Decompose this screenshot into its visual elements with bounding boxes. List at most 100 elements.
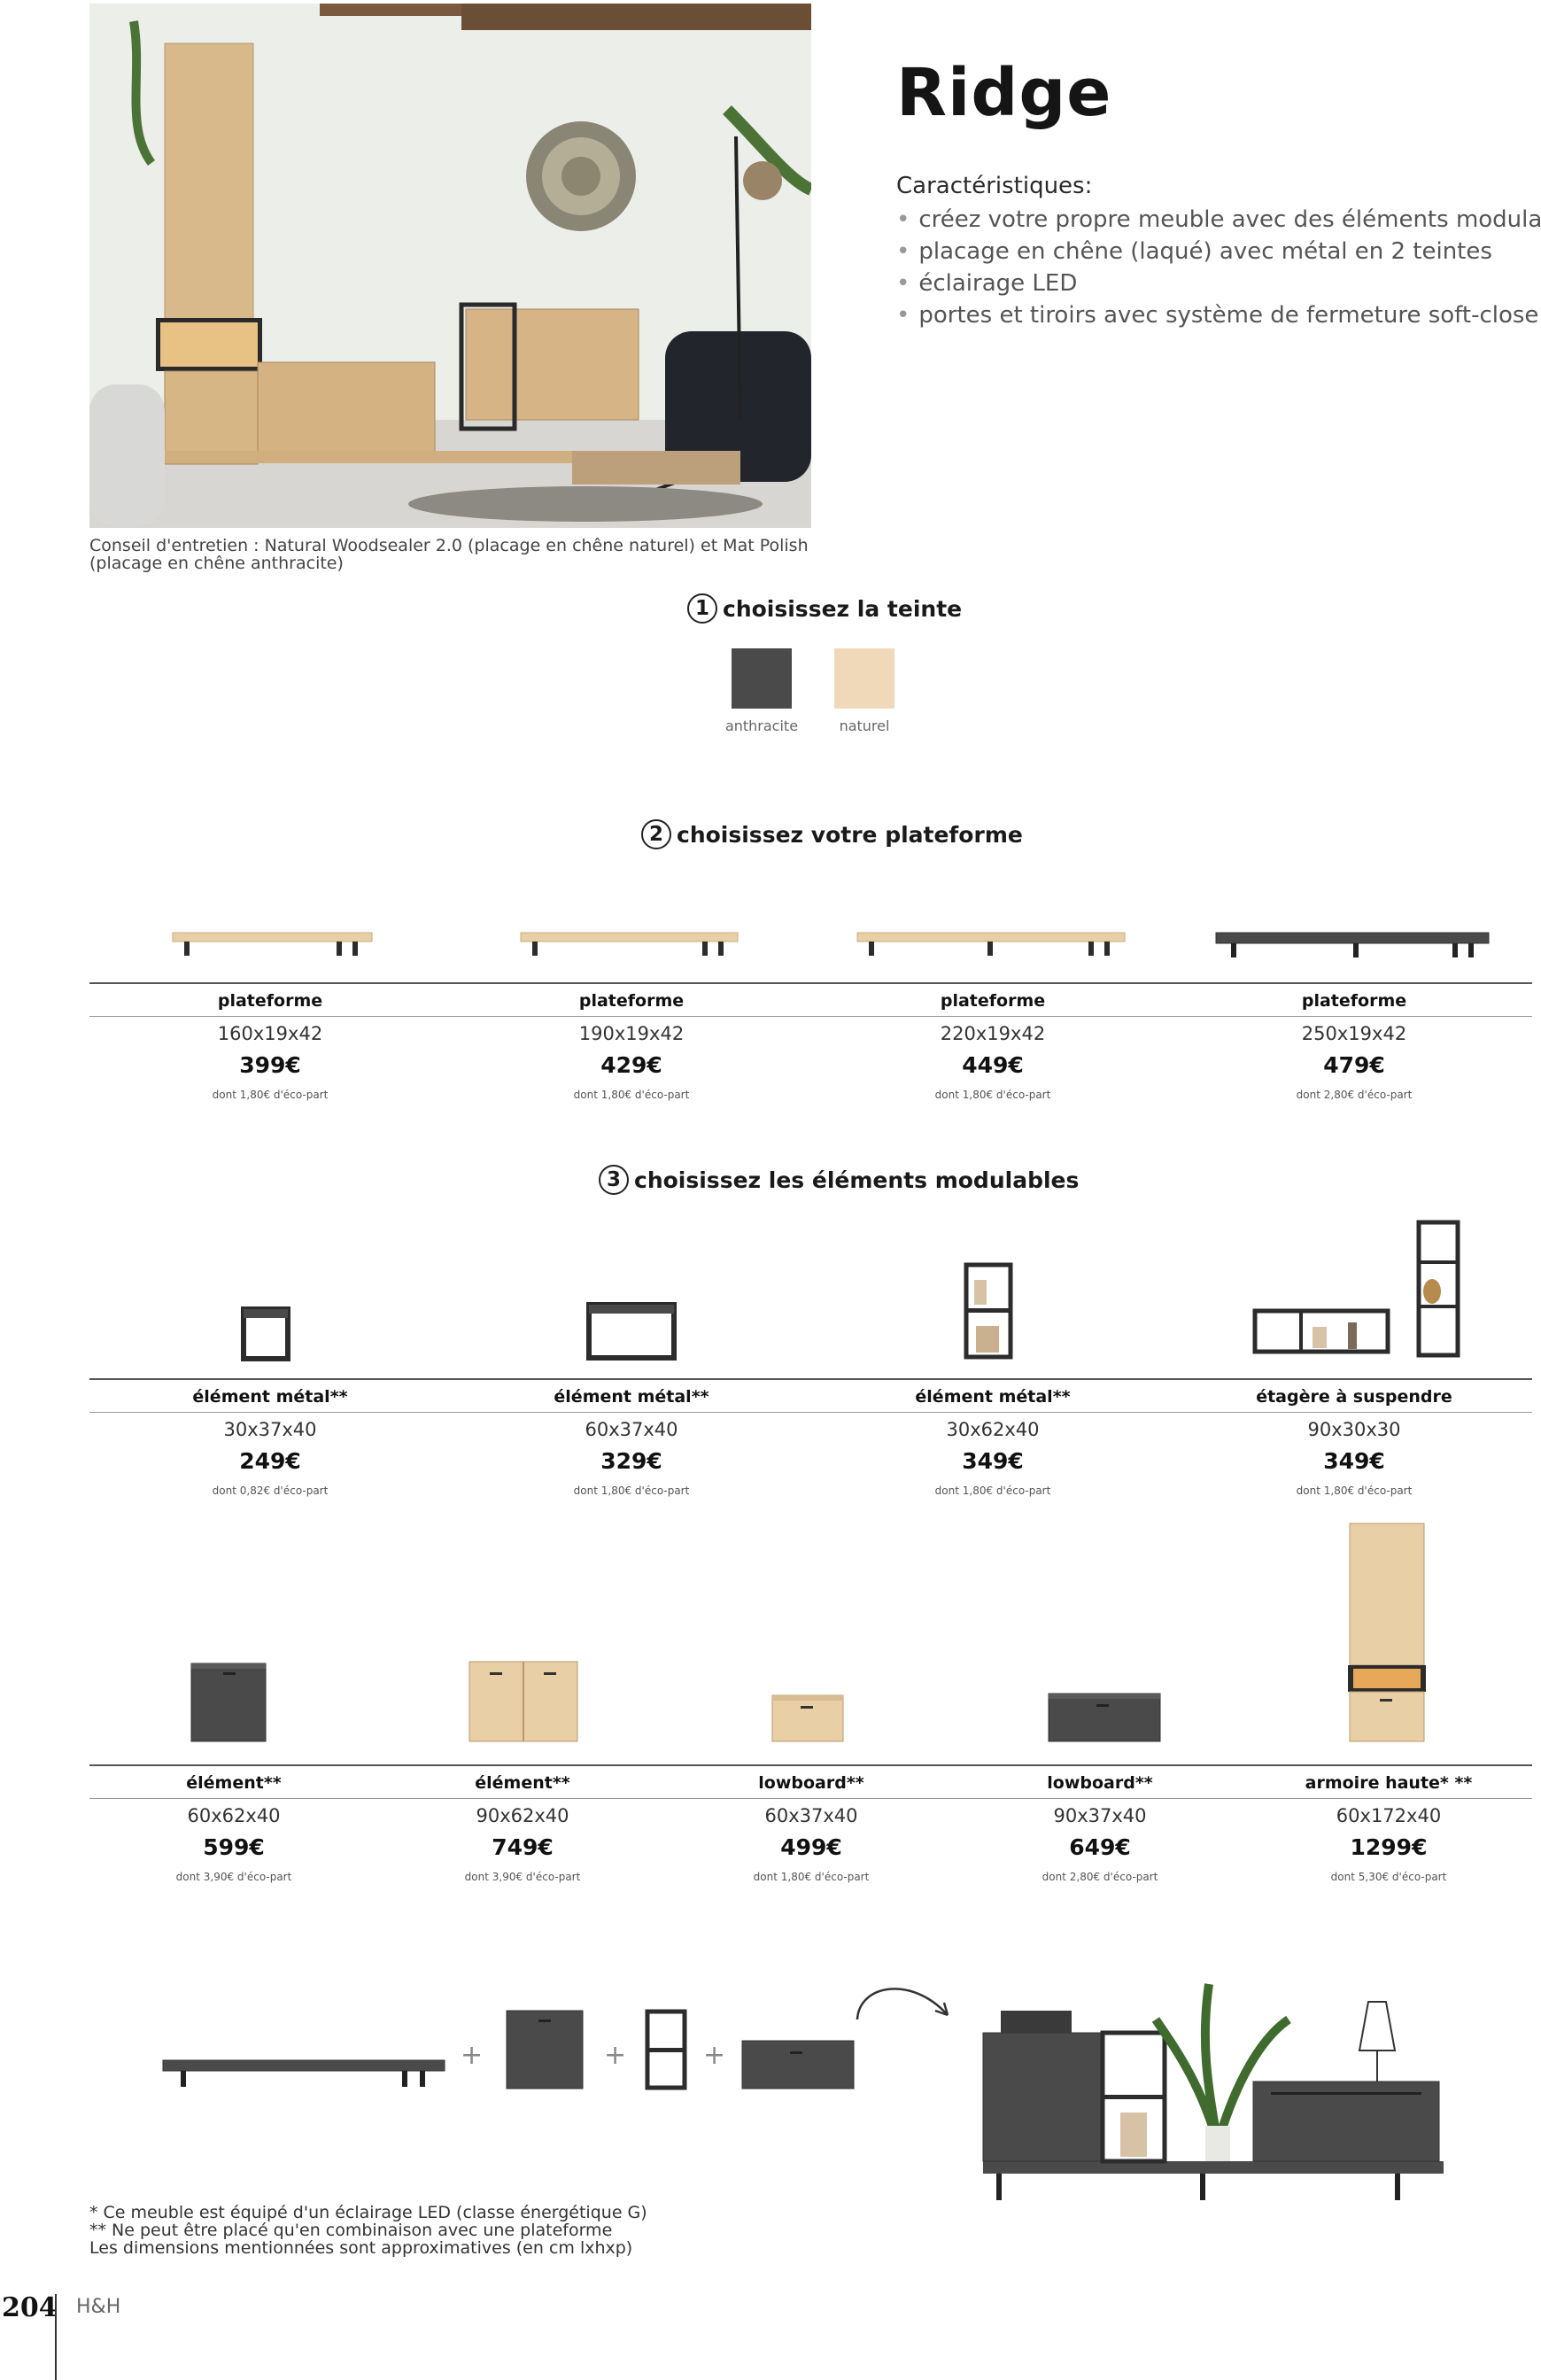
- module-card: élément métal** 60x37x40 329€ dont 1,80€…: [451, 1385, 812, 1504]
- divider: [89, 982, 1532, 984]
- platform-card: plateforme 190x19x42 429€ dont 1,80€ d'é…: [451, 989, 812, 1108]
- divider: [89, 1378, 1532, 1380]
- item-price: 479€: [1323, 1052, 1385, 1078]
- item-price: 1299€: [1350, 1834, 1428, 1860]
- item-price: 249€: [239, 1448, 301, 1474]
- platform-image-250: [1215, 932, 1490, 957]
- item-eco: dont 1,80€ d'éco-part: [1296, 1485, 1413, 1497]
- step3-number: 3: [599, 1165, 629, 1195]
- item-dims: 30x62x40: [946, 1419, 1040, 1440]
- item-dims: 160x19x42: [217, 1023, 323, 1044]
- footnotes: * Ce meuble est équipé d'un éclairage LE…: [89, 2204, 647, 2257]
- page-number: 204: [2, 2292, 58, 2323]
- module-card: lowboard** 60x37x40 499€ dont 1,80€ d'éc…: [667, 1771, 956, 1890]
- module-card: étagère à suspendre 90x30x30 349€ dont 1…: [1173, 1385, 1535, 1504]
- item-dims: 60x62x40: [187, 1805, 281, 1826]
- item-name: lowboard**: [1047, 1773, 1153, 1793]
- divider: [89, 1412, 1532, 1413]
- item-name: élément**: [475, 1773, 570, 1793]
- hero-photo: [89, 4, 811, 528]
- metal-element-30x37-image: [241, 1306, 290, 1361]
- features-heading: Caractéristiques:: [896, 173, 1093, 199]
- step2-heading: 2 choisissez votre plateforme: [641, 819, 1023, 849]
- item-name: élément métal**: [192, 1387, 348, 1407]
- swatch-naturel[interactable]: [834, 648, 894, 709]
- item-price: 499€: [780, 1834, 842, 1860]
- metal-element-60x37-image: [586, 1302, 677, 1361]
- item-name: plateforme: [217, 991, 323, 1011]
- module-card: élément métal** 30x37x40 249€ dont 0,82€…: [89, 1385, 451, 1504]
- combo-metal-element-image: [645, 2009, 687, 2090]
- item-name: armoire haute* **: [1305, 1773, 1473, 1793]
- item-eco: dont 0,82€ d'éco-part: [212, 1485, 329, 1497]
- item-price: 329€: [600, 1448, 662, 1474]
- combo-element-image: [506, 2010, 584, 2089]
- item-eco: dont 1,80€ d'éco-part: [212, 1089, 329, 1101]
- item-name: élément**: [186, 1773, 282, 1793]
- platform-card: plateforme 160x19x42 399€ dont 1,80€ d'é…: [89, 989, 451, 1108]
- item-price: 429€: [600, 1052, 662, 1078]
- footnote-dimensions: Les dimensions mentionnées sont approxim…: [89, 2238, 633, 2258]
- swatch-anthracite[interactable]: [732, 648, 792, 709]
- swatch-label-naturel: naturel: [839, 717, 890, 734]
- item-name: élément métal**: [554, 1387, 709, 1407]
- step2-title: choisissez votre plateforme: [677, 821, 1023, 848]
- plus-sign: +: [604, 2040, 627, 2071]
- product-title: Ridge: [896, 55, 1112, 131]
- module-card: élément** 60x62x40 599€ dont 3,90€ d'éco…: [89, 1771, 378, 1890]
- platform-image-190: [520, 932, 739, 956]
- module-card: élément** 90x62x40 749€ dont 3,90€ d'éco…: [378, 1771, 667, 1890]
- item-name: plateforme: [578, 991, 685, 1011]
- brand-name: H&H: [76, 2296, 121, 2318]
- platform-card: plateforme 220x19x42 449€ dont 1,80€ d'é…: [812, 989, 1173, 1108]
- item-dims: 220x19x42: [940, 1023, 1046, 1044]
- arrow-icon: [856, 1988, 949, 2020]
- divider: [89, 1798, 1532, 1799]
- item-dims: 30x37x40: [223, 1419, 317, 1440]
- combo-lowboard-image: [741, 2040, 855, 2089]
- step2-number: 2: [641, 819, 671, 849]
- footnote-platform: ** Ne peut être placé qu'en combinaison …: [89, 2221, 613, 2240]
- step1-heading: 1 choisissez la teinte: [687, 593, 962, 624]
- item-eco: dont 1,80€ d'éco-part: [573, 1485, 690, 1497]
- item-dims: 60x172x40: [1336, 1805, 1442, 1826]
- feature-item: •éclairage LED: [896, 270, 1078, 297]
- item-price: 449€: [962, 1052, 1024, 1078]
- item-dims: 90x30x30: [1307, 1419, 1401, 1440]
- item-price: 349€: [962, 1448, 1024, 1474]
- divider: [89, 1016, 1532, 1017]
- item-eco: dont 1,80€ d'éco-part: [934, 1485, 1051, 1497]
- plus-sign: +: [703, 2040, 726, 2071]
- item-price: 649€: [1069, 1834, 1131, 1860]
- platform-image-220: [856, 932, 1126, 956]
- platform-image-160: [172, 932, 373, 956]
- item-eco: dont 1,80€ d'éco-part: [934, 1089, 1051, 1101]
- hanging-shelf-image: [1252, 1220, 1460, 1358]
- item-price: 749€: [492, 1834, 554, 1860]
- divider: [89, 1764, 1532, 1766]
- module-card: lowboard** 90x37x40 649€ dont 2,80€ d'éc…: [956, 1771, 1244, 1890]
- swatch-label-anthracite: anthracite: [724, 717, 799, 734]
- item-name: lowboard**: [758, 1773, 864, 1793]
- item-dims: 60x37x40: [585, 1419, 678, 1440]
- feature-item: •créez votre propre meuble avec des élém…: [896, 206, 1541, 233]
- assembled-furniture-image: [982, 1983, 1444, 2200]
- plus-sign: +: [461, 2040, 484, 2071]
- item-name: élément métal**: [915, 1387, 1071, 1407]
- item-name: étagère à suspendre: [1256, 1387, 1452, 1407]
- module-card: armoire haute* ** 60x172x40 1299€ dont 5…: [1244, 1771, 1533, 1890]
- combo-platform-image: [162, 2059, 445, 2087]
- item-price: 399€: [239, 1052, 301, 1078]
- step3-title: choisissez les éléments modulables: [634, 1167, 1080, 1193]
- item-eco: dont 3,90€ d'éco-part: [464, 1871, 581, 1883]
- module-card: élément métal** 30x62x40 349€ dont 1,80€…: [812, 1385, 1173, 1504]
- item-eco: dont 3,90€ d'éco-part: [175, 1871, 292, 1883]
- step1-title: choisissez la teinte: [723, 595, 963, 622]
- step1-number: 1: [687, 593, 717, 624]
- lowboard-90-image: [1048, 1693, 1161, 1742]
- element-anthracite-image: [190, 1663, 267, 1742]
- element-oak-image: [468, 1661, 578, 1742]
- tall-cabinet-image: [1348, 1523, 1426, 1742]
- features-list: •créez votre propre meuble avec des élém…: [896, 204, 1541, 331]
- item-dims: 90x62x40: [476, 1805, 569, 1826]
